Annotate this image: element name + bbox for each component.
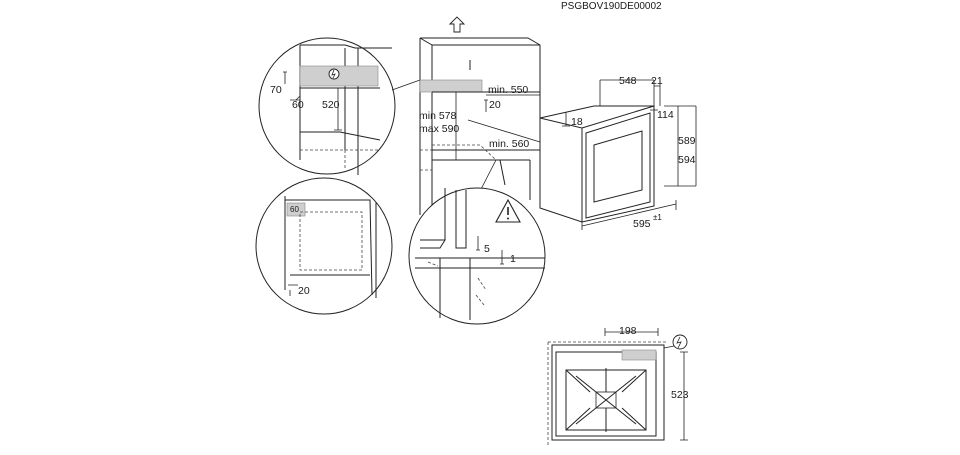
niche-gap: 20	[489, 99, 501, 111]
dim-520: 520	[322, 99, 340, 111]
detail-step-circle: 5 1	[408, 187, 546, 325]
niche-min-depth: min. 550	[488, 84, 528, 96]
detail-top-circle: 70 60 520	[258, 37, 396, 175]
dim-20: 20	[298, 285, 310, 297]
dim-70: 70	[270, 84, 282, 96]
oven-door: 21	[651, 75, 663, 87]
oven-width-tol: ±1	[653, 213, 662, 222]
niche-min-height: min 578	[419, 110, 457, 122]
oven-top: 114	[657, 109, 674, 121]
oven-view: 548 21 114 18 589 594 595 ±1	[539, 75, 697, 230]
step-dim-1: 1	[510, 253, 516, 265]
niche-max-height: max 590	[419, 123, 459, 135]
plan-depth: 523	[671, 389, 689, 401]
dim-60: 60	[292, 99, 304, 111]
oven-plan-view: 198 523	[547, 325, 689, 446]
power-plug-icon	[328, 68, 340, 80]
oven-depth: 548	[619, 75, 637, 87]
power-plug-icon-plan	[672, 334, 688, 350]
oven-height-inner: 589	[678, 135, 696, 147]
dim-60-side: 60	[290, 205, 299, 214]
oven-rack	[565, 368, 647, 432]
warning-icon	[495, 198, 521, 223]
niche-min-width: min. 560	[489, 138, 529, 150]
step-dim-5: 5	[484, 243, 490, 255]
plan-offset: 198	[619, 325, 637, 337]
detail-side-circle: 60 20	[255, 177, 393, 315]
oven-bar: 18	[571, 116, 583, 128]
up-arrow-icon	[448, 16, 466, 33]
oven-width: 595	[633, 218, 651, 230]
oven-height: 594	[678, 154, 696, 166]
drawing-code: PSGBOV190DE00002	[561, 1, 662, 12]
cabinet-niche: min 578 max 590 min. 550 20 min. 560	[419, 16, 541, 215]
